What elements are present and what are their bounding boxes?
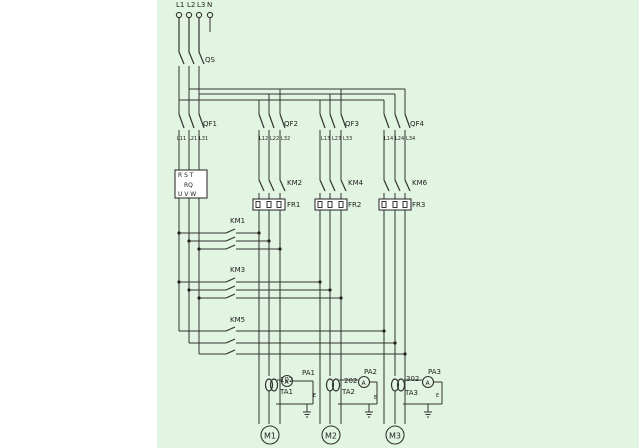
start-contactor-km5: KM5 — [179, 316, 407, 356]
thermal-relay-fr2: FR2 — [314, 198, 361, 211]
qf3-label: QF3 — [345, 120, 359, 128]
qf3-terminal-3: L33 — [343, 136, 352, 142]
main-switch-qs: QS — [178, 18, 216, 114]
qf4-label: QF4 — [410, 120, 425, 128]
drawing-panel — [157, 0, 639, 448]
qf1-terminal-2: L21 — [188, 136, 197, 142]
qs-label: QS — [205, 56, 216, 64]
qf3-terminal-1: L13 — [321, 136, 330, 142]
fr3-label: FR3 — [412, 201, 425, 209]
soft-starter-rq: R S T RQ U V W — [174, 130, 208, 354]
phase-label-l1: L1 — [176, 1, 184, 9]
current-meter-pa3: A PA3 302 TA3 E — [390, 368, 443, 424]
terminal-l2 — [185, 11, 193, 19]
motor-m3: M3 — [385, 425, 405, 445]
soft-starter-outputs: U V W — [178, 191, 196, 198]
fr1-label: FR1 — [287, 201, 300, 209]
ta3-label: TA3 — [404, 389, 418, 397]
km4-label: KM4 — [348, 179, 364, 187]
motor-m1: M1 — [260, 425, 280, 445]
km6-label: KM6 — [412, 179, 428, 187]
current-meter-pa1: A PA1 102 TA1 E — [264, 369, 316, 424]
breaker-qf3: QF3 L13 L23 L33 — [319, 113, 359, 142]
km2-label: KM2 — [287, 179, 302, 187]
pa3-code-label: 302 — [406, 375, 419, 383]
terminal-l1 — [175, 11, 183, 19]
phase-label-l3: L3 — [197, 1, 205, 9]
breaker-qf1: QF1 L11 L21 L31 — [177, 113, 217, 142]
start-contactor-km1: KM1 — [177, 217, 282, 251]
motor-m2: M2 — [321, 425, 341, 445]
fr2-label: FR2 — [348, 201, 361, 209]
pa1-code-label: 102 — [280, 376, 293, 384]
branch-conductors — [258, 130, 406, 180]
pa2-symbol: A — [362, 380, 367, 387]
m2-label: M2 — [325, 432, 337, 441]
km3-label: KM3 — [230, 266, 245, 274]
km5-label: KM5 — [230, 316, 245, 324]
soft-starter-inputs: R S T — [178, 172, 194, 179]
ta1-label: TA1 — [279, 388, 293, 396]
pa2-meter-label: PA2 — [364, 368, 377, 376]
breaker-qf4: QF4 L14 L24 L34 — [383, 113, 425, 142]
phase-label-n: N — [207, 1, 212, 9]
ta2-label: TA2 — [341, 388, 355, 396]
soft-starter-name: RQ — [184, 182, 193, 189]
thermal-relay-fr1: FR1 — [252, 198, 300, 211]
terminal-n — [206, 11, 214, 19]
thermal-relay-fr3: FR3 — [378, 198, 425, 211]
bypass-contactor-km4: KM4 — [319, 179, 364, 199]
qf2-terminal-1: L12 — [259, 136, 268, 142]
qf3-terminal-2: L23 — [332, 136, 341, 142]
qf1-terminal-1: L11 — [177, 136, 186, 142]
bypass-contactor-km6: KM6 — [383, 179, 428, 199]
qf2-terminal-2: L22 — [270, 136, 279, 142]
pa3-symbol: A — [426, 380, 431, 387]
pa1-ground-label: E — [313, 393, 316, 399]
pa3-meter-label: PA3 — [428, 368, 441, 376]
m1-label: M1 — [264, 432, 276, 441]
phase-label-l2: L2 — [187, 1, 195, 9]
qf1-terminal-3: L31 — [199, 136, 208, 142]
qf2-terminal-3: L32 — [281, 136, 290, 142]
m3-label: M3 — [389, 432, 401, 441]
qf4-terminal-3: L34 — [406, 136, 415, 142]
qf4-terminal-1: L14 — [384, 136, 393, 142]
breaker-qf2: QF2 L12 L22 L32 — [258, 113, 298, 142]
bypass-contactor-km2: KM2 — [258, 179, 302, 199]
pa2-ground-label: E — [374, 395, 377, 401]
pa1-symbol: A — [285, 379, 290, 386]
busbars — [179, 88, 406, 114]
qf2-label: QF2 — [284, 120, 298, 128]
qf4-terminal-2: L24 — [395, 136, 404, 142]
start-contactor-km3: KM3 — [177, 266, 343, 300]
current-meter-pa2: A PA2 202 TA2 E — [325, 368, 378, 424]
terminal-l3 — [195, 11, 203, 19]
km1-label: KM1 — [230, 217, 245, 225]
supply-terminals: L1 L2 L3 N — [175, 1, 214, 32]
motor-feeders — [258, 210, 406, 424]
soft-starter-box — [174, 169, 208, 199]
pa3-ground-label: E — [436, 393, 439, 399]
pa1-meter-label: PA1 — [302, 369, 315, 377]
qf1-label: QF1 — [203, 120, 217, 128]
pa2-code-label: 202 — [344, 377, 357, 385]
